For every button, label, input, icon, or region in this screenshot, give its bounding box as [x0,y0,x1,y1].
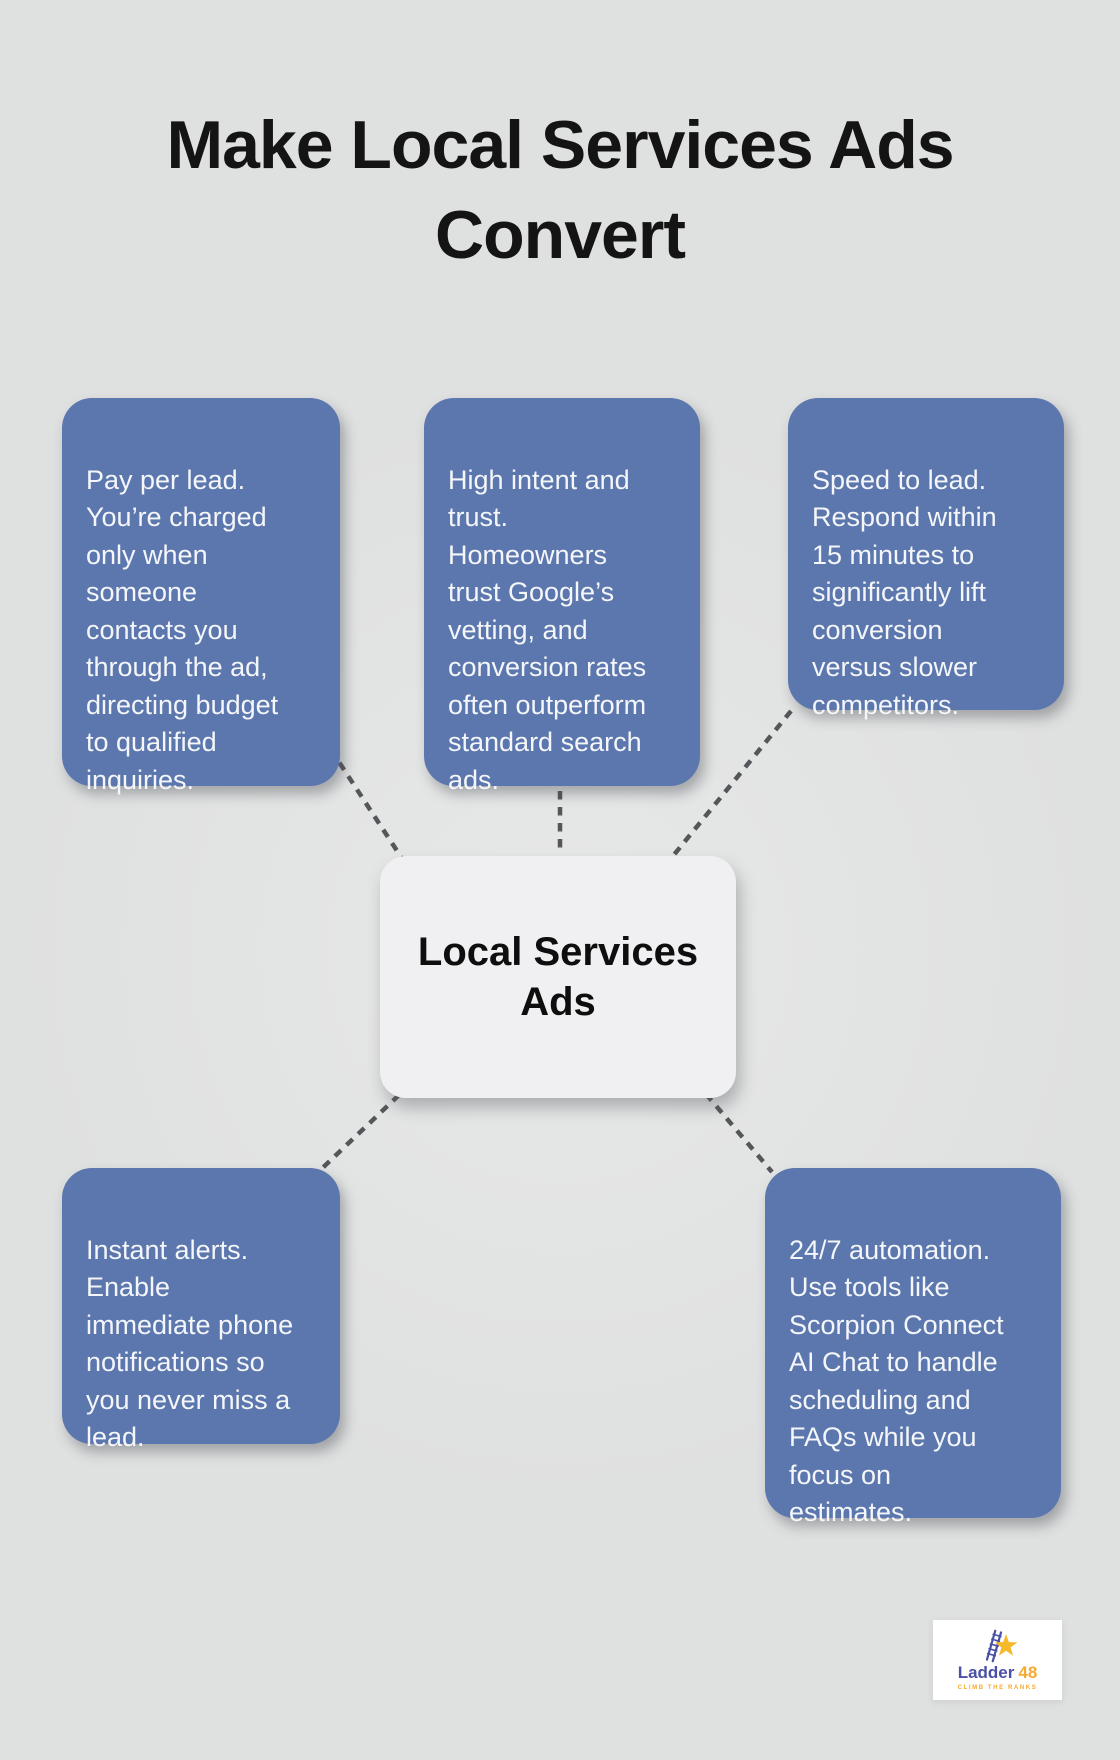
ladder-icon [985,1629,1002,1663]
node-automation: 24/7 automation. Use tools like Scorpion… [765,1168,1061,1527]
node-instant-alerts-text: Instant alerts. Enable immediate phone n… [86,1234,294,1453]
node-speed-to-lead: Speed to lead. Respond within 15 minutes… [788,398,1064,720]
logo-number: 48 [1018,1663,1038,1682]
logo-tagline: CLIMB THE RANKS [957,1685,1038,1691]
node-automation-text: 24/7 automation. Use tools like Scorpion… [789,1234,1004,1528]
central-node: Local Services Ads [380,856,736,1098]
connector-instant-alerts [311,1093,401,1179]
connector-automation [704,1092,774,1174]
node-high-intent: High intent and trust. Homeowners trust … [424,398,700,795]
star-icon [994,1634,1017,1656]
node-speed-to-lead-text: Speed to lead. Respond within 15 minutes… [812,464,997,720]
node-instant-alerts: Instant alerts. Enable immediate phone n… [62,1168,340,1452]
ladder-star-icon [985,1629,1017,1663]
node-high-intent-text: High intent and trust. Homeowners trust … [448,464,647,795]
logo-name: Ladder [957,1663,1015,1682]
node-pay-per-lead-text: Pay per lead. You’re charged only when s… [86,464,279,795]
node-pay-per-lead: Pay per lead. You’re charged only when s… [62,398,340,795]
page-title: Make Local Services Ads Convert [166,107,954,273]
central-node-label: Local Services Ads [417,930,699,1024]
